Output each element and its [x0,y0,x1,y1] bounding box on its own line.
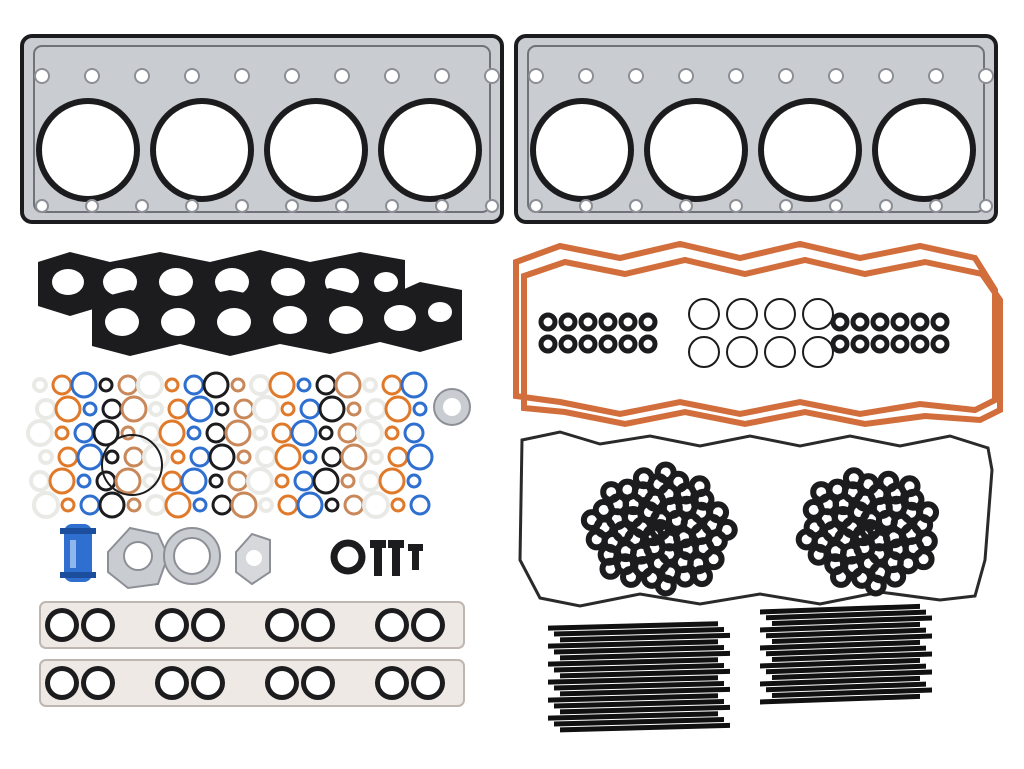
valve-cover-gasket-orange [513,240,1003,428]
flange-gaskets [107,526,271,590]
head-gasket-2 [514,34,998,224]
blue-coupler [60,524,96,582]
exhaust-manifold-gasket-rear [92,282,462,356]
valve-cover-seals [538,298,950,368]
injector-grommet-clusters [580,461,940,597]
intake-manifold-gasket-2 [39,659,465,707]
o-ring-and-washer-assortment [26,371,471,519]
intake-manifold-gaskets [39,601,465,707]
bolts [330,539,423,576]
head-gaskets [20,34,998,224]
intake-manifold-gasket-1 [39,601,465,649]
valve-cover-gasket-lower [518,430,994,608]
head-studs [548,603,932,733]
head-gasket-1 [20,34,504,224]
